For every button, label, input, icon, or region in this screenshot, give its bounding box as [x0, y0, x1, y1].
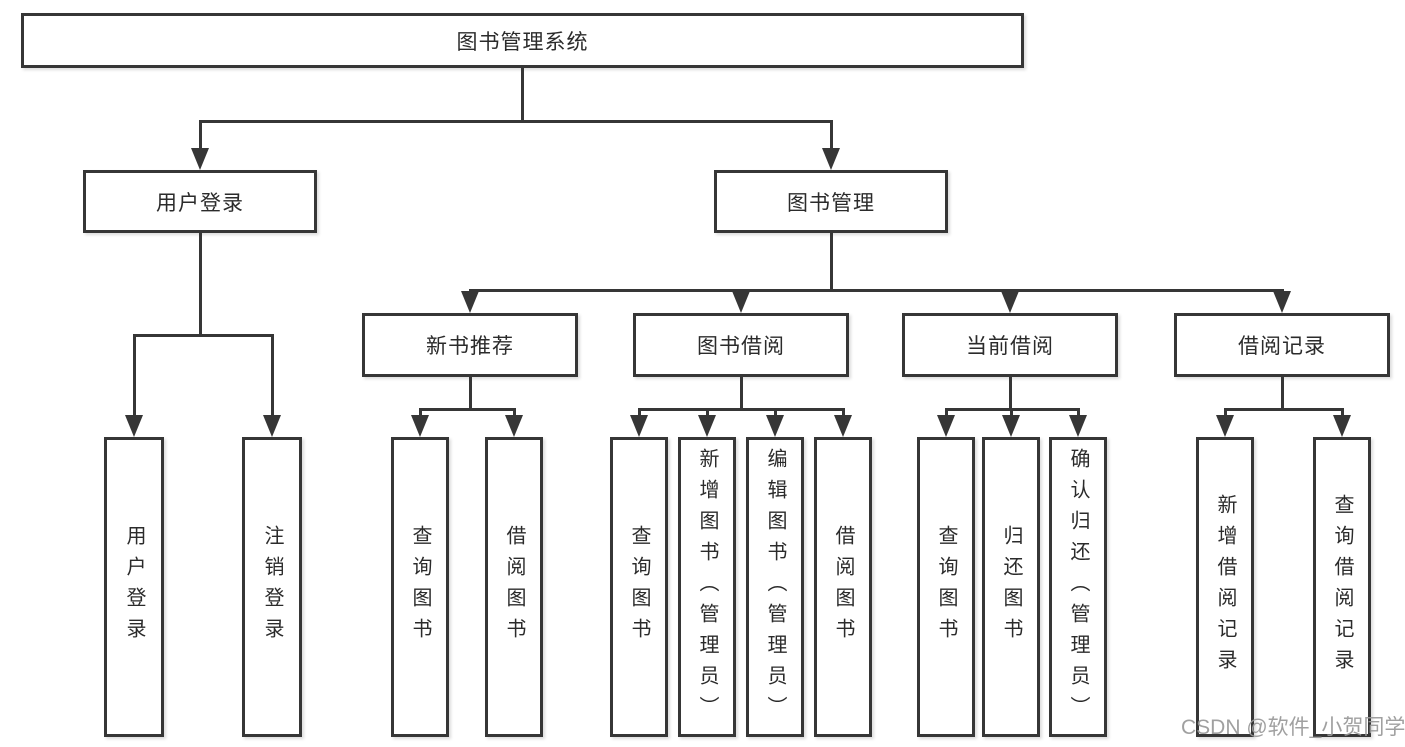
- node-label: 用户登录: [156, 191, 244, 215]
- node-current-borrow: 当前借阅: [902, 313, 1118, 377]
- node-book-management: 图书管理: [714, 170, 948, 233]
- connector-line-vertical: [1340, 408, 1344, 418]
- node-label: 查询借阅记录: [1331, 494, 1353, 680]
- node-label: 借阅记录: [1238, 335, 1326, 358]
- node-label: 确认归还（管理员）: [1067, 447, 1089, 727]
- arrowhead-down-icon: [1001, 291, 1019, 313]
- connector-line-horizontal: [1223, 408, 1344, 411]
- leaf-add-borrow-record: 新增借阅记录: [1196, 437, 1254, 737]
- arrowhead-down-icon: [461, 291, 479, 313]
- connector-line-vertical: [468, 377, 472, 408]
- node-label: 图书管理系统: [456, 30, 589, 54]
- arrowhead-down-icon: [822, 148, 840, 170]
- connector-line-vertical: [705, 408, 709, 418]
- connector-line-horizontal: [198, 120, 833, 123]
- arrowhead-down-icon: [191, 148, 209, 170]
- arrowhead-down-icon: [698, 415, 716, 437]
- arrowhead-down-icon: [834, 415, 852, 437]
- connector-line-vertical: [520, 68, 524, 120]
- connector-line-vertical: [1009, 408, 1013, 418]
- arrowhead-down-icon: [505, 415, 523, 437]
- node-label: 查询图书: [628, 525, 650, 649]
- node-label: 借阅图书: [832, 525, 854, 649]
- node-user-login: 用户登录: [83, 170, 317, 233]
- connector-line-horizontal: [132, 334, 274, 337]
- connector-line-vertical: [637, 408, 641, 418]
- connector-line-vertical: [1076, 408, 1080, 418]
- node-label: 当前借阅: [966, 335, 1054, 358]
- connector-line-vertical: [132, 334, 136, 418]
- connector-line-vertical: [1223, 408, 1227, 418]
- connector-line-horizontal: [468, 289, 1284, 292]
- arrowhead-down-icon: [1216, 415, 1234, 437]
- leaf-query-books-borrow: 查询图书: [610, 437, 668, 737]
- connector-line-vertical: [1008, 377, 1012, 408]
- node-book-borrow: 图书借阅: [633, 313, 849, 377]
- connector-line-horizontal: [944, 408, 1080, 411]
- arrowhead-down-icon: [732, 291, 750, 313]
- connector-line-vertical: [841, 408, 845, 418]
- arrowhead-down-icon: [1002, 415, 1020, 437]
- arrowhead-down-icon: [411, 415, 429, 437]
- node-label: 新增借阅记录: [1214, 494, 1236, 680]
- connector-line-horizontal: [637, 408, 845, 411]
- connector-line-vertical: [418, 408, 422, 418]
- node-label: 查询图书: [935, 525, 957, 649]
- node-label: 注销登录: [261, 525, 283, 649]
- node-label: 归还图书: [1000, 525, 1022, 649]
- connector-line-vertical: [512, 408, 516, 418]
- connector-line-vertical: [829, 233, 833, 289]
- node-new-book-recommend: 新书推荐: [362, 313, 578, 377]
- connector-line-vertical: [198, 120, 202, 151]
- leaf-query-books-newbook: 查询图书: [391, 437, 449, 737]
- connector-line-vertical: [944, 408, 948, 418]
- connector-line-vertical: [773, 408, 777, 418]
- arrowhead-down-icon: [630, 415, 648, 437]
- arrowhead-down-icon: [766, 415, 784, 437]
- connector-line-vertical: [270, 334, 274, 418]
- connector-line-vertical: [198, 233, 202, 334]
- leaf-query-books-current: 查询图书: [917, 437, 975, 737]
- arrowhead-down-icon: [937, 415, 955, 437]
- connector-line-vertical: [829, 120, 833, 151]
- connector-line-vertical: [1280, 377, 1284, 408]
- arrowhead-down-icon: [1333, 415, 1351, 437]
- node-borrow-records: 借阅记录: [1174, 313, 1390, 377]
- node-library-management-system: 图书管理系统: [21, 13, 1024, 68]
- leaf-user-login: 用户登录: [104, 437, 164, 737]
- leaf-add-books-admin: 新增图书（管理员）: [678, 437, 736, 737]
- arrowhead-down-icon: [1069, 415, 1087, 437]
- node-label: 查询图书: [409, 525, 431, 649]
- node-label: 新书推荐: [426, 335, 514, 358]
- node-label: 编辑图书（管理员）: [764, 447, 786, 727]
- arrowhead-down-icon: [125, 415, 143, 437]
- node-label: 用户登录: [123, 525, 145, 649]
- leaf-return-books: 归还图书: [982, 437, 1040, 737]
- leaf-confirm-return-admin: 确认归还（管理员）: [1049, 437, 1107, 737]
- leaf-borrow-books-newbook: 借阅图书: [485, 437, 543, 737]
- connector-line-horizontal: [418, 408, 516, 411]
- csdn-watermark: CSDN @软件_小贺同学: [1181, 716, 1405, 739]
- arrowhead-down-icon: [1273, 291, 1291, 313]
- node-label: 图书管理: [787, 191, 875, 215]
- leaf-query-borrow-record: 查询借阅记录: [1313, 437, 1371, 737]
- node-label: 图书借阅: [697, 335, 785, 358]
- node-label: 借阅图书: [503, 525, 525, 649]
- leaf-borrow-books: 借阅图书: [814, 437, 872, 737]
- node-label: 新增图书（管理员）: [696, 447, 718, 727]
- leaf-logout: 注销登录: [242, 437, 302, 737]
- leaf-edit-books-admin: 编辑图书（管理员）: [746, 437, 804, 737]
- connector-line-vertical: [739, 377, 743, 408]
- arrowhead-down-icon: [263, 415, 281, 437]
